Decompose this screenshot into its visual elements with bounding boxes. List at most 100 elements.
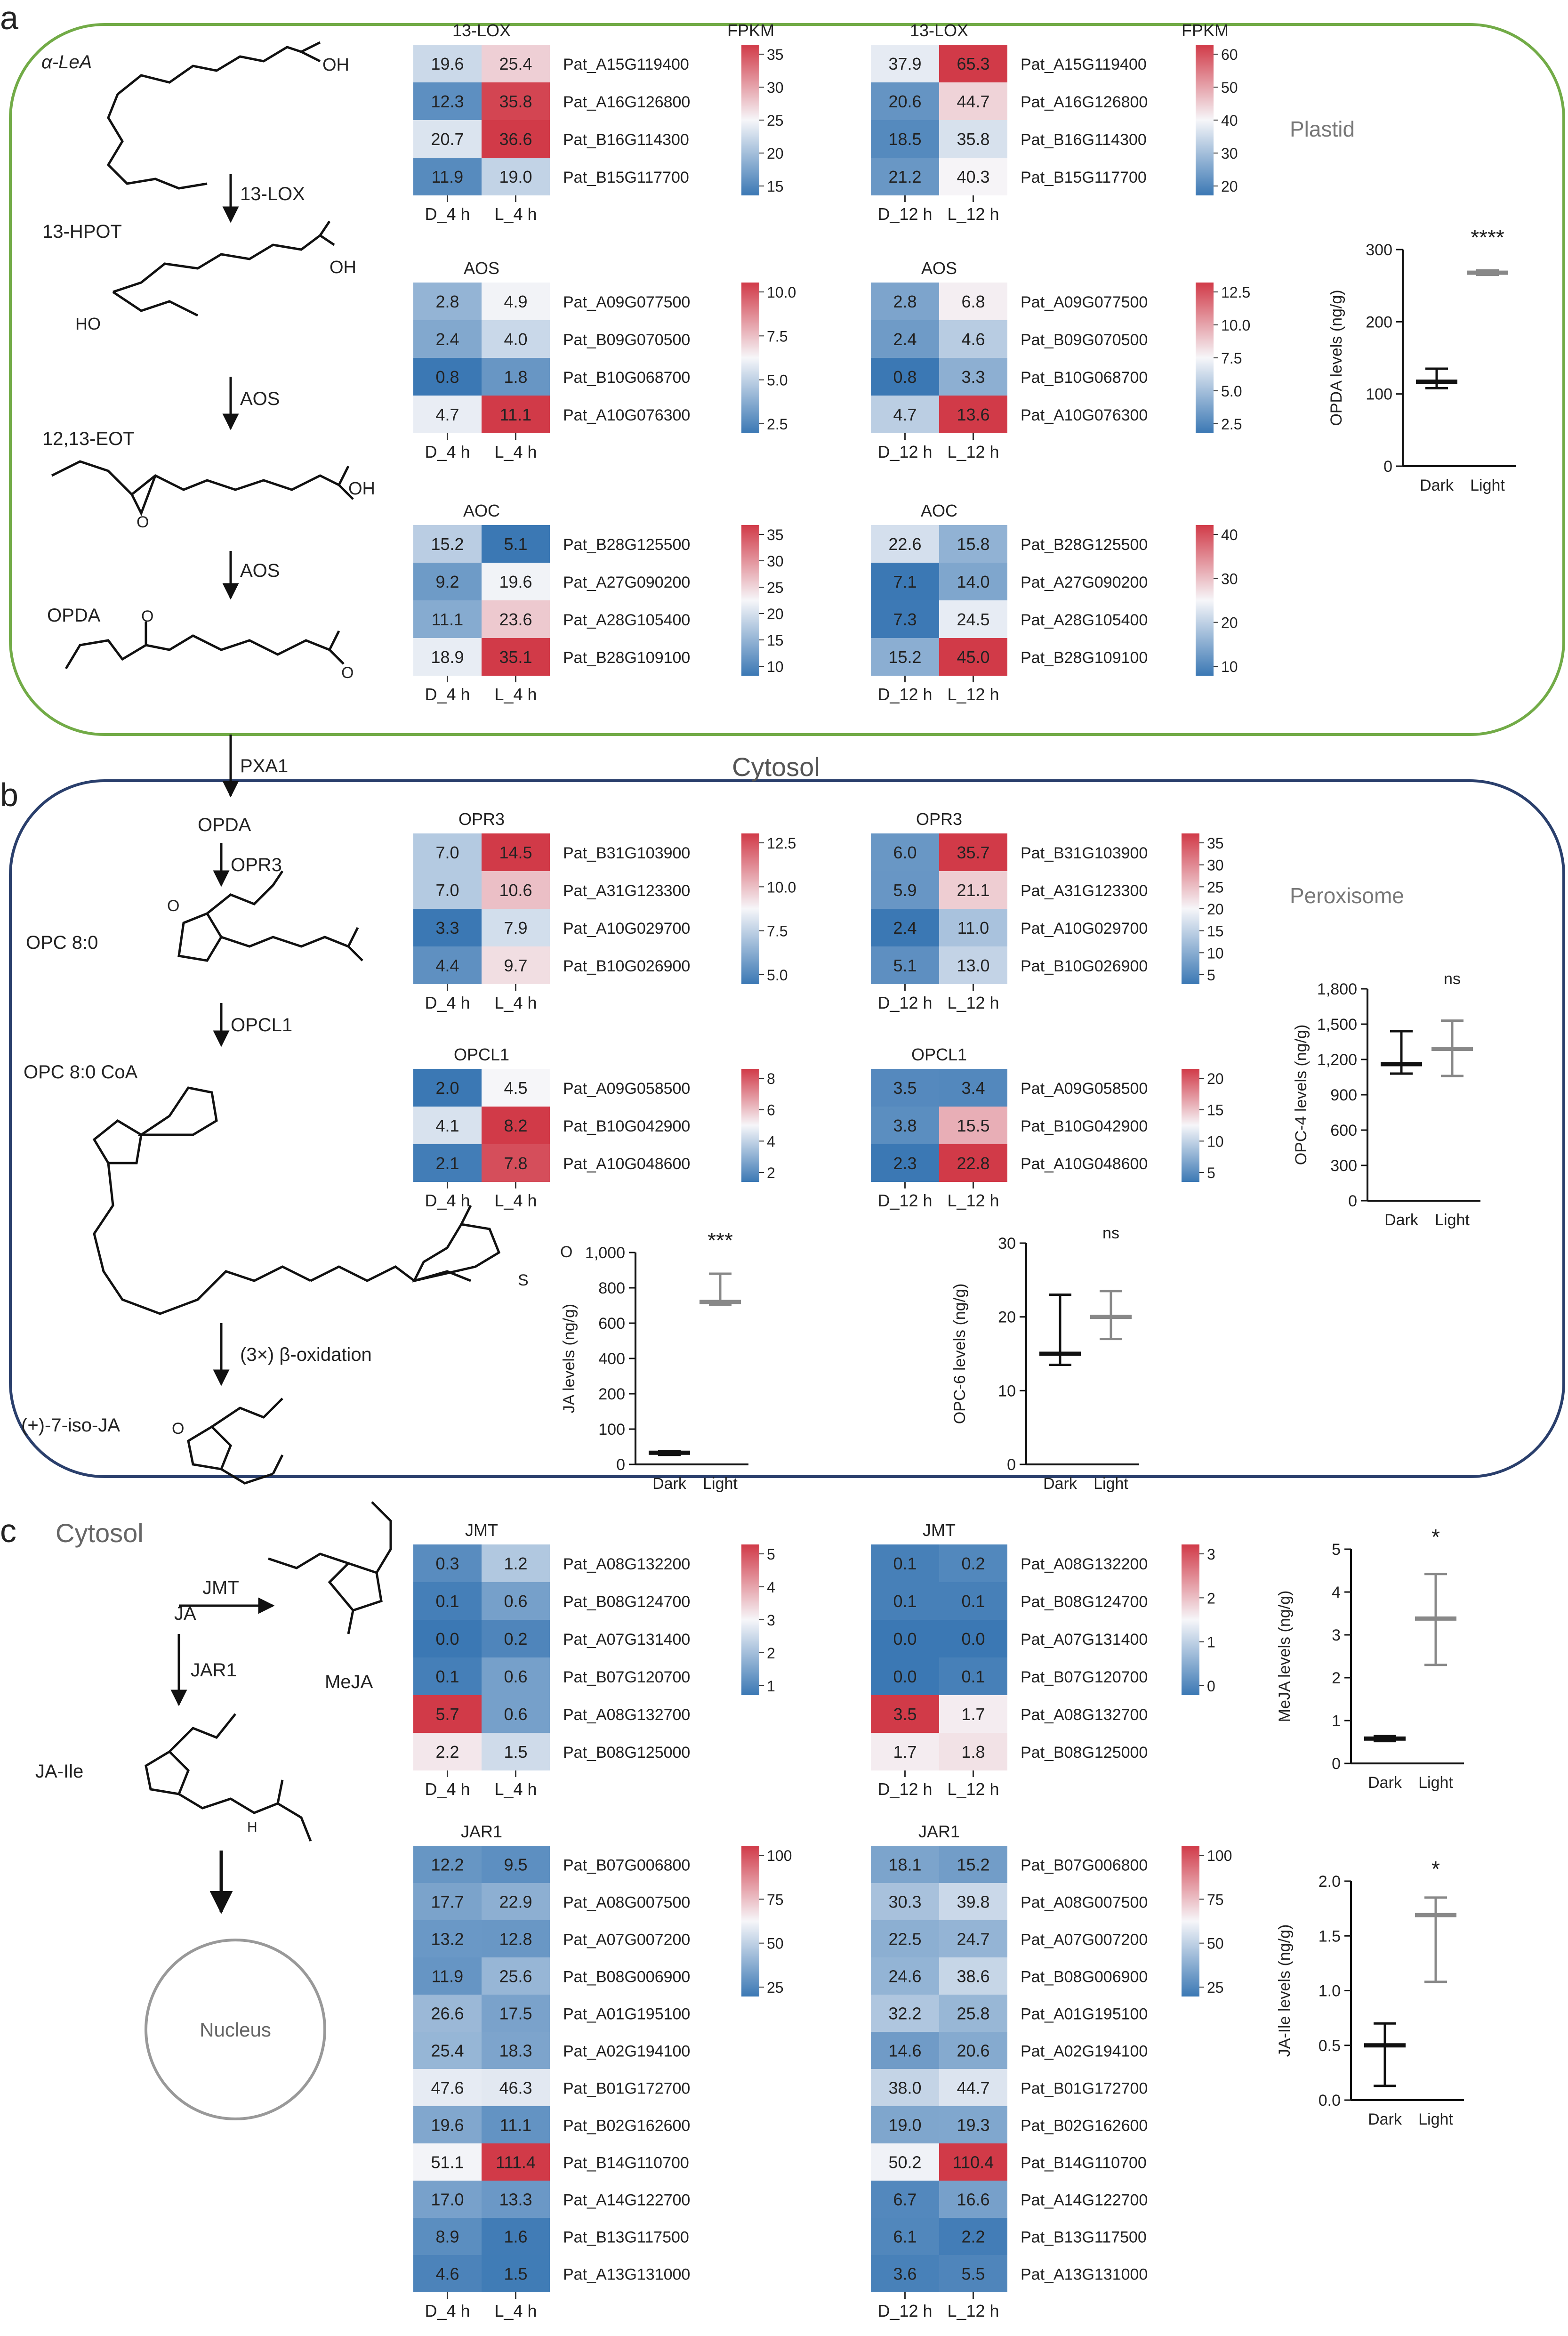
heatmap-row-label: Pat_A28G105400 xyxy=(563,611,690,629)
heatmap-cell xyxy=(482,2181,550,2218)
heatmap-row-label: Pat_A01G195100 xyxy=(1021,2005,1148,2023)
colorbar xyxy=(1196,283,1214,433)
metabolite-alpha-lea: α-LeA xyxy=(41,52,92,73)
colorbar-tick-label: 7.5 xyxy=(1221,350,1242,367)
heatmap-cell xyxy=(939,909,1007,946)
heatmap-cell-value: 19.6 xyxy=(431,54,464,73)
heatmap-row-label: Pat_B16G114300 xyxy=(1021,131,1147,149)
heatmap-cell-value: 0.1 xyxy=(961,1667,985,1686)
heatmap-cell-value: 1.2 xyxy=(504,1554,527,1573)
y-tick-label: 100 xyxy=(1366,386,1392,404)
enzyme-13-lox: 13-LOX xyxy=(240,184,305,204)
heatmap-title: AOS xyxy=(464,259,499,278)
y-tick-label: 0 xyxy=(1348,1192,1357,1210)
colorbar-tick-label: 30 xyxy=(1221,570,1238,587)
heatmap-cell-value: 12.2 xyxy=(431,1855,464,1875)
colorbar-tick-label: 20 xyxy=(1207,901,1224,918)
panel-a-pathway: α-LeA OH 13-LOX 13-HPOT HO OH AOS 12,13-… xyxy=(41,41,375,682)
heatmap-row-label: Pat_B28G125500 xyxy=(563,536,690,554)
heatmap-cell xyxy=(939,1733,1007,1770)
heatmap-cell-value: 0.0 xyxy=(961,1629,985,1649)
heatmap-cell xyxy=(482,1920,550,1957)
colorbar-tick-label: 5 xyxy=(767,1546,775,1563)
heatmap-cell-value: 22.5 xyxy=(888,1930,921,1949)
heatmap-cell xyxy=(413,2218,482,2255)
heatmap-row-label: Pat_A31G123300 xyxy=(1021,882,1148,900)
heatmap-cell xyxy=(871,1733,939,1770)
heatmap-cell-value: 4.7 xyxy=(435,405,459,424)
heatmap-col-label: D_12 h xyxy=(877,993,932,1012)
heatmap-cell-value: 25.4 xyxy=(431,2041,464,2061)
heatmap-row-label: Pat_B16G114300 xyxy=(563,131,689,149)
heatmap-col-label: D_12 h xyxy=(877,204,932,224)
y-tick-label: 5 xyxy=(1332,1541,1341,1559)
heatmap-cell-value: 32.2 xyxy=(888,2004,921,2023)
heatmap-cell-value: 111.4 xyxy=(496,2153,536,2172)
heatmap-cell-value: 13.3 xyxy=(499,2190,532,2209)
heatmap-cell-value: 2.8 xyxy=(435,292,459,311)
cooh-label-1: OH xyxy=(322,55,349,75)
heatmap-cell xyxy=(413,1107,482,1144)
heatmap-col-label: D_12 h xyxy=(877,2301,932,2320)
cytosol-label-c: Cytosol xyxy=(56,1518,144,1548)
heatmap-cell-value: 6.8 xyxy=(961,292,985,311)
heatmap-cell-value: 15.2 xyxy=(888,647,921,667)
heatmap-cell-value: 25.6 xyxy=(499,1967,532,1986)
heatmap-title: JMT xyxy=(465,1520,498,1540)
heatmap-cell-value: 0.6 xyxy=(504,1667,527,1686)
heatmap-cell xyxy=(871,2032,939,2069)
heatmap-cell-value: 2.3 xyxy=(893,1154,917,1173)
heatmap-col-label: D_12 h xyxy=(877,685,932,704)
heatmap-cell-value: 3.6 xyxy=(893,2264,917,2284)
heatmap-row-label: Pat_A13G131000 xyxy=(563,2266,690,2284)
heatmap-cell-value: 14.5 xyxy=(499,843,532,862)
heatmap-col-label: L_4 h xyxy=(494,442,537,461)
heatmap-title: OPR3 xyxy=(458,809,505,829)
heatmap-cell-value: 19.6 xyxy=(499,572,532,591)
heatmap-cell-value: 3.3 xyxy=(435,918,459,938)
heatmap-row-label: Pat_A08G132200 xyxy=(563,1555,690,1573)
y-tick-label: 800 xyxy=(598,1279,625,1297)
heatmap-cell-value: 2.2 xyxy=(961,2227,985,2247)
peroxisome-compartment xyxy=(9,779,1565,1478)
heatmap-row-label: Pat_A13G131000 xyxy=(1021,2266,1148,2284)
epoxide-o-label: O xyxy=(137,513,149,531)
heatmap-cell-value: 0.0 xyxy=(435,1629,459,1649)
heatmap-cell xyxy=(939,1144,1007,1182)
heatmap-title: JAR1 xyxy=(461,1822,502,1841)
heatmap-cell-value: 3.8 xyxy=(893,1116,917,1135)
heatmap-cell xyxy=(413,871,482,909)
colorbar-tick-label: 12.5 xyxy=(1221,284,1250,301)
colorbar-tick-label: 10 xyxy=(1207,1133,1224,1150)
heatmap-cell xyxy=(871,525,939,563)
heatmap-cell-value: 110.4 xyxy=(953,2153,994,2172)
heatmap-cell-value: 7.0 xyxy=(435,843,459,862)
heatmap-cell-value: 7.3 xyxy=(893,610,917,629)
heatmap-row-label: Pat_B15G117700 xyxy=(1021,169,1147,186)
heatmap-cell xyxy=(939,2218,1007,2255)
heatmap-cell-value: 25.8 xyxy=(957,2004,989,2023)
heatmap-cell-value: 6.1 xyxy=(893,2227,917,2247)
heatmap-cell xyxy=(939,2181,1007,2218)
heatmap-cell-value: 2.0 xyxy=(435,1078,459,1098)
x-tick-label: Dark xyxy=(1368,2110,1402,2128)
heatmap-cell xyxy=(939,1846,1007,1883)
colorbar-tick-label: 30 xyxy=(1221,145,1238,162)
cooh-label-2: OH xyxy=(330,258,356,277)
y-tick-label: 1,800 xyxy=(1317,980,1357,998)
colorbar-tick-label: 25 xyxy=(1207,1979,1224,1996)
heatmap-cell-value: 4.6 xyxy=(435,2264,459,2284)
heatmap-cell xyxy=(871,1920,939,1957)
opda-structure xyxy=(64,622,345,670)
heatmap-cell-value: 26.6 xyxy=(431,2004,464,2023)
heatmap-row-label: Pat_A27G090200 xyxy=(1021,574,1148,591)
heatmap-cell xyxy=(871,909,939,946)
heatmap-cell xyxy=(939,120,1007,158)
heatmap-col-label: L_4 h xyxy=(494,1779,537,1799)
heatmap-cell xyxy=(482,1107,550,1144)
heatmap-row-label: Pat_B08G125000 xyxy=(1021,1744,1148,1762)
heatmap-cell-value: 19.0 xyxy=(499,167,532,186)
heatmap-title: JMT xyxy=(923,1520,956,1540)
